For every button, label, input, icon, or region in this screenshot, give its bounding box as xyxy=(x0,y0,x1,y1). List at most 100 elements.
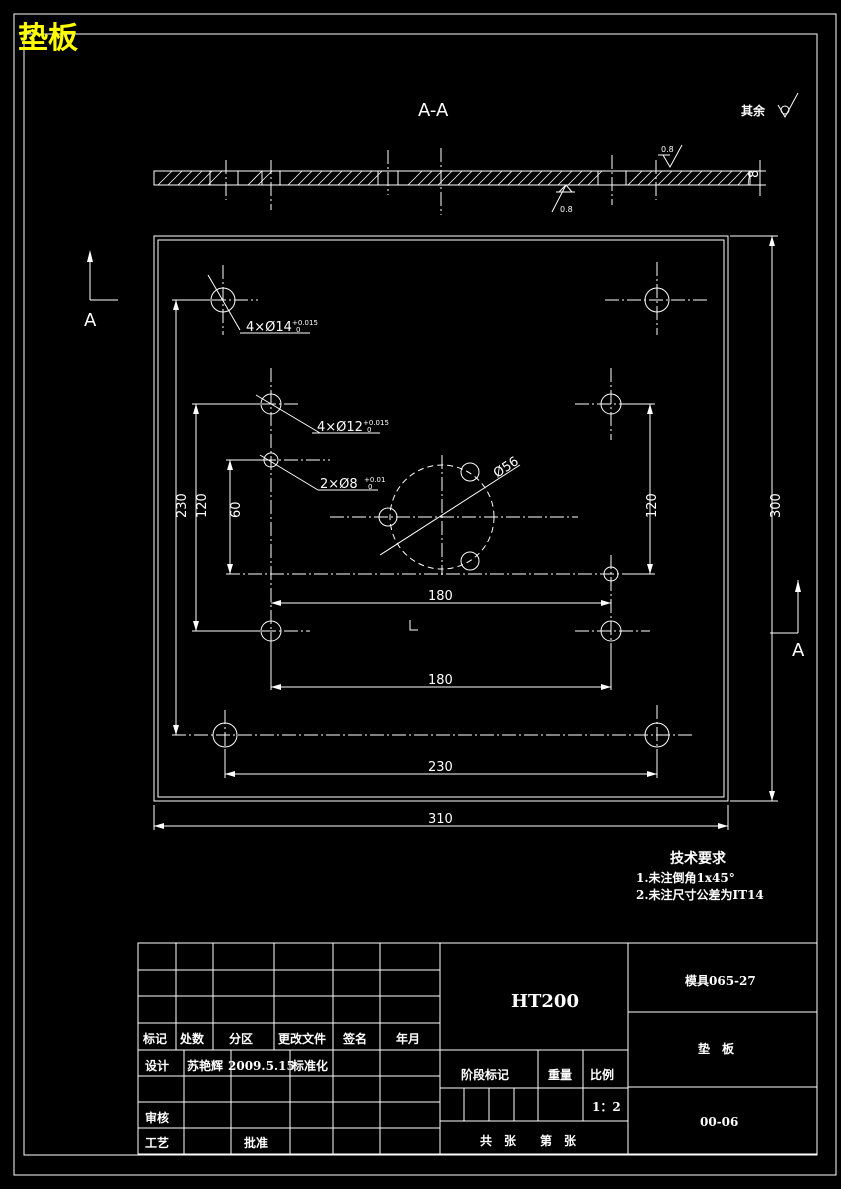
tb-material: HT200 xyxy=(511,991,579,1012)
tb-scale-label: 比例 xyxy=(590,1067,614,1082)
dim-d8-offset: 60 xyxy=(229,501,244,518)
section-hatch-line xyxy=(707,170,723,186)
tb-sheets: 共 张 第 张 xyxy=(480,1133,577,1148)
section-hatch-line xyxy=(537,170,553,186)
section-hatch-line xyxy=(307,170,323,186)
tb-designer: 苏艳辉 xyxy=(187,1058,223,1073)
section-hatch-line xyxy=(337,170,353,186)
inner-frame xyxy=(23,33,818,1156)
section-hatch-line xyxy=(247,170,263,186)
callout-d8-upper: +0.01 xyxy=(364,476,385,484)
section-hatch-line xyxy=(157,170,173,186)
plate-chamfer xyxy=(157,239,725,798)
section-hatch-line xyxy=(677,170,693,186)
section-hatch-line xyxy=(727,170,743,186)
section-hatch-line xyxy=(467,170,483,186)
section-hatch-line xyxy=(427,170,443,186)
section-hatch-line xyxy=(297,170,313,186)
roughness-top-value: 0.8 xyxy=(661,145,674,154)
title-block xyxy=(137,942,818,1155)
callout-d12-lower: 0 xyxy=(367,426,371,434)
plate-outline xyxy=(153,235,729,802)
tech-req-title: 技术要求 xyxy=(670,850,727,867)
center-lines xyxy=(172,262,708,778)
tb-review-label: 审核 xyxy=(145,1110,169,1125)
tb-standardize-label: 标准化 xyxy=(291,1058,328,1073)
dim-outer-holes-v: 230 xyxy=(175,493,190,518)
section-hatch-line xyxy=(717,170,733,186)
callout-d14: 4×Ø14 xyxy=(246,320,292,335)
roughness-other-label: 其余 xyxy=(741,103,766,118)
tech-req-item-2: 2.未注尺寸公差为IT14 xyxy=(636,887,764,902)
section-mark-left xyxy=(87,250,118,301)
tb-scale-value: 1：2 xyxy=(592,1100,621,1114)
tech-req-item-1: 1.未注倒角1x45° xyxy=(636,870,735,885)
dim-inner-holes-v-right: 120 xyxy=(645,493,660,518)
dim-outer-holes-h: 230 xyxy=(428,760,453,775)
section-hatch-line xyxy=(167,170,183,186)
section-hatch-line xyxy=(667,170,683,186)
section-hatch-line xyxy=(697,170,713,186)
tb-drawing-no: 00-06 xyxy=(700,1115,738,1129)
tb-process-label: 工艺 xyxy=(145,1135,169,1150)
dim-inner-holes-h-bottom: 180 xyxy=(428,673,453,688)
section-hatch-line xyxy=(257,170,273,186)
tb-header-change-doc: 更改文件 xyxy=(278,1031,326,1046)
callout-d12: 4×Ø12 xyxy=(317,420,363,435)
tb-header-count: 处数 xyxy=(179,1031,205,1046)
section-hatch-line xyxy=(497,170,513,186)
section-view: 8 xyxy=(153,144,766,215)
dim-inner-holes-h-top: 180 xyxy=(428,589,453,604)
section-hatch-line xyxy=(457,170,473,186)
callout-d14-lower: 0 xyxy=(296,326,300,334)
drawing-title: 垫板 xyxy=(18,21,78,56)
section-hatch-line xyxy=(287,170,303,186)
section-hatch-line xyxy=(547,170,563,186)
section-hatch-line xyxy=(637,170,653,186)
section-hatch-line xyxy=(587,170,603,186)
section-hatch-line xyxy=(567,170,583,186)
tb-part-name: 垫 板 xyxy=(698,1041,735,1056)
section-hatch-line xyxy=(437,170,453,186)
thickness-dim: 8 xyxy=(747,170,762,178)
section-hatch-line xyxy=(687,170,703,186)
section-hatch-line xyxy=(657,170,673,186)
section-hatch-line xyxy=(417,170,433,186)
section-hatch-line xyxy=(747,170,751,186)
section-hatch-line xyxy=(187,170,203,186)
section-hatch-line xyxy=(647,170,663,186)
section-hatch-line xyxy=(367,170,383,186)
tb-header-mark: 标记 xyxy=(142,1031,167,1046)
section-hatch-line xyxy=(327,170,343,186)
section-hatch-line xyxy=(737,170,751,186)
outer-frame xyxy=(13,13,837,1176)
roughness-bottom-value: 0.8 xyxy=(560,205,573,214)
dimension-lines xyxy=(153,235,778,830)
tb-header-signature: 签名 xyxy=(342,1031,367,1046)
tb-mold-code: 模具065-27 xyxy=(685,973,756,988)
section-hatch-line xyxy=(177,170,193,186)
section-hatch-line xyxy=(487,170,503,186)
dim-height-total: 300 xyxy=(769,493,784,518)
tb-approve-label: 批准 xyxy=(244,1135,268,1150)
section-hatch-line xyxy=(627,170,643,186)
section-mark-right xyxy=(770,580,801,634)
tb-design-date: 2009.5.15 xyxy=(228,1059,295,1073)
section-hatch-line xyxy=(527,170,543,186)
section-hatch-line xyxy=(557,170,573,186)
section-hatch-line xyxy=(407,170,423,186)
callout-d8-lower: 0 xyxy=(368,483,372,491)
callout-d14-upper: +0.015 xyxy=(292,319,318,327)
section-hatch-line xyxy=(507,170,523,186)
callout-d56: Ø56 xyxy=(491,454,522,481)
roughness-symbol-icon xyxy=(777,92,799,119)
tb-stage-label: 阶段标记 xyxy=(461,1067,509,1082)
section-hatch-line xyxy=(317,170,333,186)
section-hatch-line xyxy=(357,170,373,186)
tb-design-label: 设计 xyxy=(145,1058,169,1073)
tb-weight-label: 重量 xyxy=(548,1067,572,1082)
section-hatch-line xyxy=(347,170,363,186)
section-hatch-line xyxy=(577,170,593,186)
callout-d8: 2×Ø8 xyxy=(320,477,358,492)
